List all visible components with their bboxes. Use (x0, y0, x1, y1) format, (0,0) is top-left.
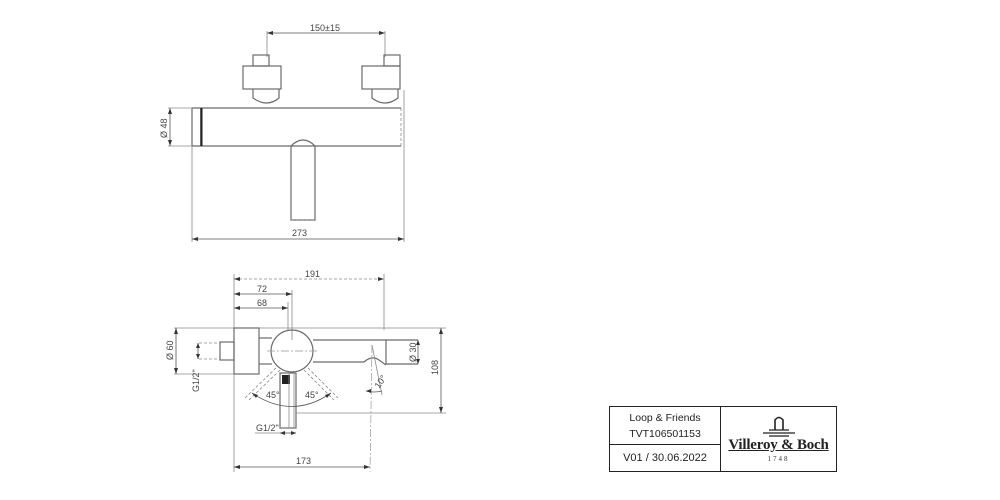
dim-spout-diameter: Ø 30 (408, 342, 418, 362)
front-view: 150±15 Ø 48 273 (159, 23, 405, 242)
dim-angle-right: 45° (305, 390, 319, 400)
dim-173: 173 (296, 456, 311, 466)
article-number: TVT106501153 (629, 427, 701, 440)
title-block: Loop & Friends TVT106501153 V01 / 30.06.… (609, 406, 837, 472)
brand-name: Villeroy & Boch (728, 437, 829, 453)
product-line: Loop & Friends (629, 411, 701, 424)
brand-year: 1748 (767, 455, 790, 463)
dim-depth: 108 (430, 360, 440, 375)
dim-spout-angle: 10° (372, 373, 388, 390)
dim-center-distance: 150±15 (310, 23, 340, 33)
dim-72: 72 (257, 284, 267, 294)
top-view: 191 72 68 Ø 60 G1/2" (165, 269, 446, 473)
dim-body-diameter: Ø 48 (159, 118, 169, 138)
dim-68: 68 (257, 298, 267, 308)
dim-angle-left: 45° (266, 390, 280, 400)
villeroy-boch-fountain-icon (762, 416, 795, 437)
dim-overall-length: 273 (292, 228, 307, 238)
title-block-info: Loop & Friends TVT106501153 V01 / 30.06.… (610, 407, 721, 471)
version-date: V01 / 30.06.2022 (623, 452, 707, 464)
dim-191: 191 (305, 269, 320, 279)
dim-thread-inlet: G1/2" (191, 369, 201, 392)
title-block-product: Loop & Friends TVT106501153 (610, 407, 720, 445)
dim-rosette-diameter: Ø 60 (165, 340, 175, 360)
brand-logo: Villeroy & Boch 1748 (721, 407, 836, 471)
dim-thread-outlet: G1/2" (256, 423, 279, 433)
